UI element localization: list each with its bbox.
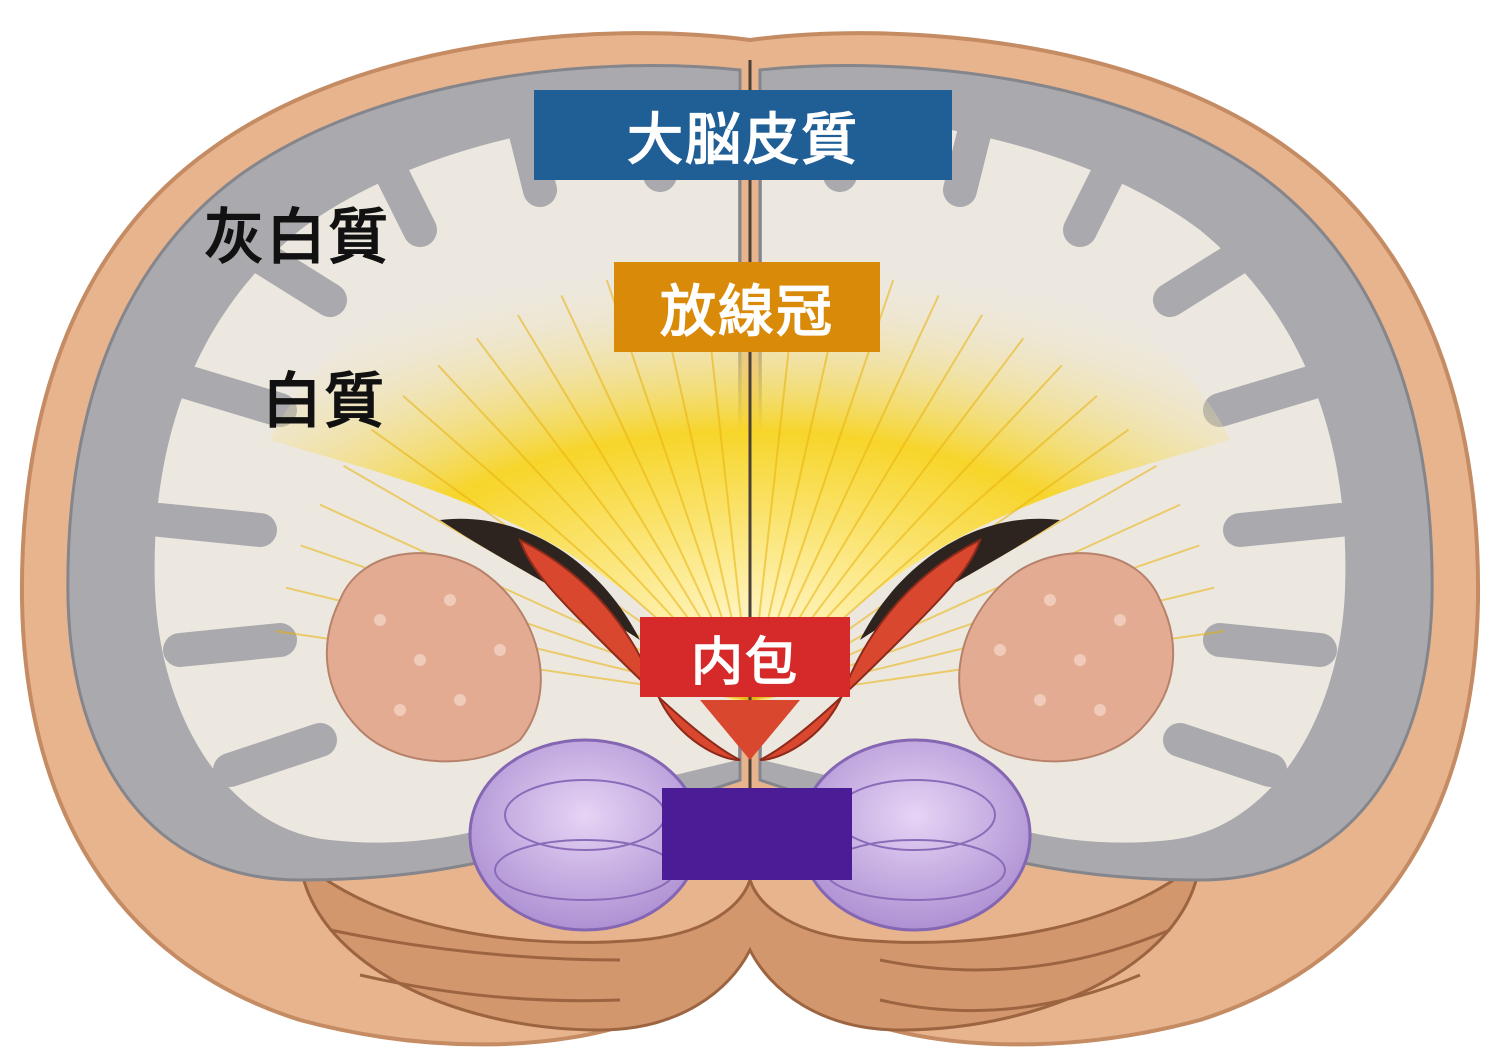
- label-corona-radiata: 放線冠: [660, 279, 834, 345]
- label-box-capsule: [640, 617, 850, 697]
- lateral-ventricle-right: [860, 518, 1060, 640]
- speckle: [394, 704, 406, 716]
- label-white-matter: 白質: [262, 366, 386, 437]
- basal-ganglia-right: [958, 552, 1175, 763]
- speckle: [1034, 694, 1046, 706]
- lateral-ventricle-left: [440, 518, 640, 640]
- basal-ganglia-speckles: [374, 594, 1126, 716]
- speckle: [1074, 654, 1086, 666]
- cerebellum-fold: [359, 973, 621, 1003]
- gyrus-fold: [163, 623, 297, 667]
- gyrus-fold: [213, 723, 337, 787]
- speckle: [494, 644, 506, 656]
- internal-capsule-wedge: [700, 700, 800, 760]
- speckle: [444, 594, 456, 606]
- label-box-cortex: [534, 90, 952, 180]
- speckle: [1114, 614, 1126, 626]
- gyrus-fold: [943, 93, 997, 207]
- internal-capsule-tract-left: [518, 538, 741, 761]
- gyrus-fold: [233, 233, 347, 317]
- gyrus-fold: [163, 363, 297, 427]
- speckle: [414, 654, 426, 666]
- cerebellum-fold: [879, 928, 1171, 972]
- label-cerebral-cortex: 大脳皮質: [627, 107, 859, 173]
- speckle: [374, 614, 386, 626]
- gyrus-fold: [1203, 363, 1337, 427]
- cerebellum: [298, 856, 1202, 1032]
- label-internal-capsule: 内包: [690, 632, 799, 693]
- cerebellum-fold: [879, 973, 1141, 1013]
- gyrus-fold: [1203, 623, 1337, 667]
- gyrus-fold: [363, 133, 437, 247]
- label-box-blank: [662, 788, 852, 880]
- gyrus-fold: [1153, 233, 1267, 317]
- speckle: [1094, 704, 1106, 716]
- gyrus-fold: [1063, 133, 1137, 247]
- label-gray-matter: 灰白質: [204, 202, 390, 273]
- internal-capsule-tract-right: [759, 538, 982, 761]
- gyrus-fold: [1163, 723, 1287, 787]
- speckle: [994, 644, 1006, 656]
- speckle: [454, 694, 466, 706]
- basal-ganglia-left: [325, 552, 542, 763]
- cerebellum-fold: [329, 928, 621, 962]
- label-blank-box: [662, 788, 852, 880]
- speckle: [1044, 594, 1056, 606]
- gyrus-fold: [143, 503, 277, 547]
- gyrus-fold: [1223, 503, 1357, 547]
- cerebellum-folds: [329, 928, 1171, 1013]
- label-box-corona: [614, 262, 880, 352]
